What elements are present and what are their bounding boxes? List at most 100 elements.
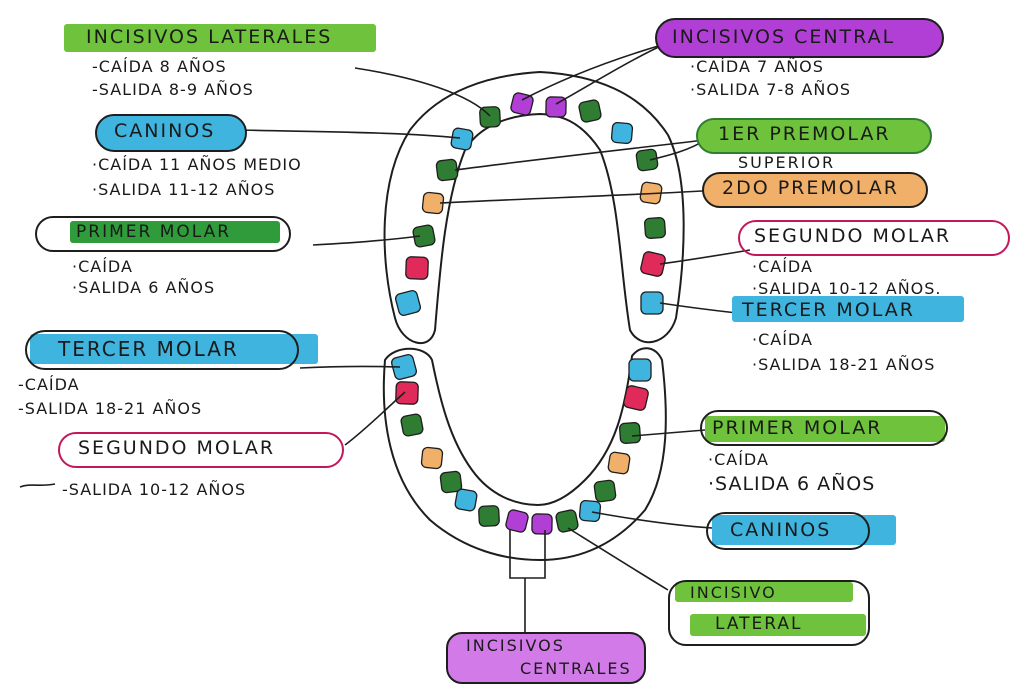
- incisivos-laterales-line-1: -CAÍDA 8 AÑOS: [92, 57, 227, 76]
- leader-caninos-inf: [591, 511, 713, 529]
- lower-tooth-11: [578, 499, 602, 523]
- upper-tooth-15: [640, 251, 666, 277]
- upper-arch-outline: [383, 70, 685, 344]
- tercer-molar-sup-title: TERCER MOLAR: [742, 299, 915, 321]
- bubble-incisivos-central: [655, 18, 944, 58]
- primer-molar-inf-line-2: ·SALIDA 6 AÑOS: [708, 473, 876, 495]
- upper-tooth-1: [395, 290, 421, 316]
- segundo-molar-inf-title: SEGUNDO MOLAR: [78, 437, 276, 459]
- leader-incisivos-central-a: [521, 43, 666, 101]
- highlight-primer-molar-inf: [705, 416, 945, 442]
- lower-arch-outline: [382, 347, 667, 562]
- upper-tooth-2: [405, 256, 429, 280]
- bubble-tercer-molar-inf: [25, 330, 299, 370]
- leader-segundo-molar-sup: [659, 249, 751, 265]
- lower-tooth-9: [531, 513, 553, 535]
- tercer-molar-sup-line-2: ·SALIDA 18-21 AÑOS: [752, 355, 936, 374]
- caninos-sup-line-1: ·CAÍDA 11 AÑOS MEDIO: [92, 155, 302, 174]
- lower-tooth-4: [420, 446, 444, 470]
- 2do-premolar-title: 2DO PREMOLAR: [722, 177, 899, 199]
- highlight-primer-molar-sup: [70, 221, 280, 243]
- primer-molar-sup-line-1: ·CAÍDA: [72, 257, 133, 276]
- bubble-caninos-inf: [706, 512, 870, 550]
- incisivos-central-line-2: ·SALIDA 7-8 AÑOS: [690, 80, 852, 99]
- leader-caninos-sup: [239, 129, 461, 139]
- leader-incisivos-centrales-inf: [509, 530, 546, 632]
- bubble-2do-premolar: [702, 172, 928, 208]
- incisivos-central-title: INCISIVOS CENTRAL: [672, 26, 896, 48]
- lower-tooth-15: [623, 385, 649, 411]
- upper-tooth-8: [510, 92, 534, 116]
- caninos-inf-title: CANINOS: [730, 519, 832, 541]
- bubble-segundo-molar-inf: [58, 432, 344, 468]
- lower-teeth-group: [391, 354, 652, 535]
- upper-tooth-5: [435, 158, 459, 182]
- highlight-tercer-molar-sup: [732, 296, 964, 322]
- segundo-molar-sup-line-1: ·CAÍDA: [752, 257, 813, 276]
- upper-tooth-10: [578, 99, 602, 123]
- primer-molar-sup-line-2: ·SALIDA 6 AÑOS: [72, 278, 216, 297]
- tercer-molar-inf-line-2: -SALIDA 18-21 AÑOS: [18, 399, 203, 418]
- tercer-molar-inf-title: TERCER MOLAR: [58, 337, 239, 361]
- leader-incisivo-lateral-inf: [567, 527, 669, 591]
- leader-primer-molar-inf: [631, 429, 706, 437]
- bubble-incisivos-centrales: [446, 632, 646, 684]
- tercer-molar-sup-line-1: ·CAÍDA: [752, 330, 813, 349]
- segundo-molar-sup-line-2: ·SALIDA 10-12 AÑOS.: [752, 279, 942, 298]
- bubble-primer-molar-sup: [35, 216, 291, 252]
- incisivos-laterales-title: INCISIVOS LATERALES: [86, 26, 333, 48]
- leader-incisivos-laterales: [354, 67, 491, 117]
- highlight-incisivo-lateral-top: [675, 582, 853, 602]
- lower-tooth-12: [593, 479, 617, 503]
- primer-molar-inf-title: PRIMER MOLAR: [712, 417, 883, 439]
- upper-tooth-16: [640, 291, 664, 315]
- lower-tooth-6: [454, 488, 478, 512]
- lower-tooth-3: [400, 413, 424, 437]
- incisivo-lateral-title: INCISIVO: [690, 583, 777, 602]
- upper-tooth-6: [450, 127, 474, 151]
- lower-tooth-7: [478, 505, 500, 527]
- bubble-segundo-molar-sup: [738, 220, 1010, 256]
- upper-tooth-3: [412, 224, 436, 248]
- segundo-molar-sup-title: SEGUNDO MOLAR: [754, 225, 952, 247]
- lower-tooth-10: [555, 509, 579, 533]
- caninos-sup-title: CANINOS: [114, 120, 216, 142]
- bubble-caninos-sup: [95, 114, 247, 152]
- incisivos-central-line-1: ·CAÍDA 7 AÑOS: [690, 57, 824, 76]
- upper-tooth-4: [421, 191, 445, 215]
- 1er-premolar-title: 1ER PREMOLAR: [718, 123, 891, 145]
- leader-incisivos-central-b: [555, 43, 666, 105]
- leader-tercer-molar-sup: [659, 302, 738, 314]
- incisivos-centrales-title: INCISIVOS: [466, 636, 565, 655]
- bubble-incisivo-lateral: [668, 580, 870, 646]
- incisivos-laterales-line-2: -SALIDA 8-9 AÑOS: [92, 80, 254, 99]
- leader-primer-molar-sup: [312, 235, 421, 246]
- lower-tooth-13: [607, 451, 631, 475]
- primer-molar-sup-title: PRIMER MOLAR: [76, 222, 232, 242]
- caninos-sup-line-2: ·SALIDA 11-12 AÑOS: [92, 180, 276, 199]
- upper-tooth-11: [610, 121, 634, 145]
- bubble-primer-molar-inf: [700, 410, 948, 446]
- segundo-molar-inf-line-1: -SALIDA 10-12 AÑOS: [62, 480, 247, 499]
- 1er-premolar-line-1: SUPERIOR: [738, 153, 836, 172]
- lower-tooth-14: [619, 422, 641, 444]
- leader-tilde-mark: [19, 483, 56, 488]
- upper-teeth-group: [395, 92, 666, 316]
- leader-segundo-molar-inf: [344, 391, 406, 446]
- incisivos-centrales-title-2: CENTRALES: [520, 659, 632, 678]
- lower-tooth-2: [395, 381, 419, 405]
- bubble-1er-premolar: [696, 118, 932, 154]
- tercer-molar-inf-line-1: -CAÍDA: [18, 375, 80, 394]
- leader-1er-premolar-a: [454, 139, 706, 171]
- highlight-incisivos-laterales: [64, 24, 376, 52]
- upper-tooth-14: [644, 217, 666, 239]
- lower-tooth-5: [439, 470, 463, 494]
- leader-2do-premolar: [439, 189, 719, 204]
- primer-molar-inf-line-1: ·CAÍDA: [708, 450, 769, 469]
- lower-tooth-8: [505, 509, 529, 533]
- lower-tooth-1: [391, 354, 417, 380]
- highlight-incisivo-lateral-bottom: [690, 614, 866, 636]
- incisivo-lateral-title-2: LATERAL: [715, 614, 803, 634]
- lower-tooth-16: [628, 358, 652, 382]
